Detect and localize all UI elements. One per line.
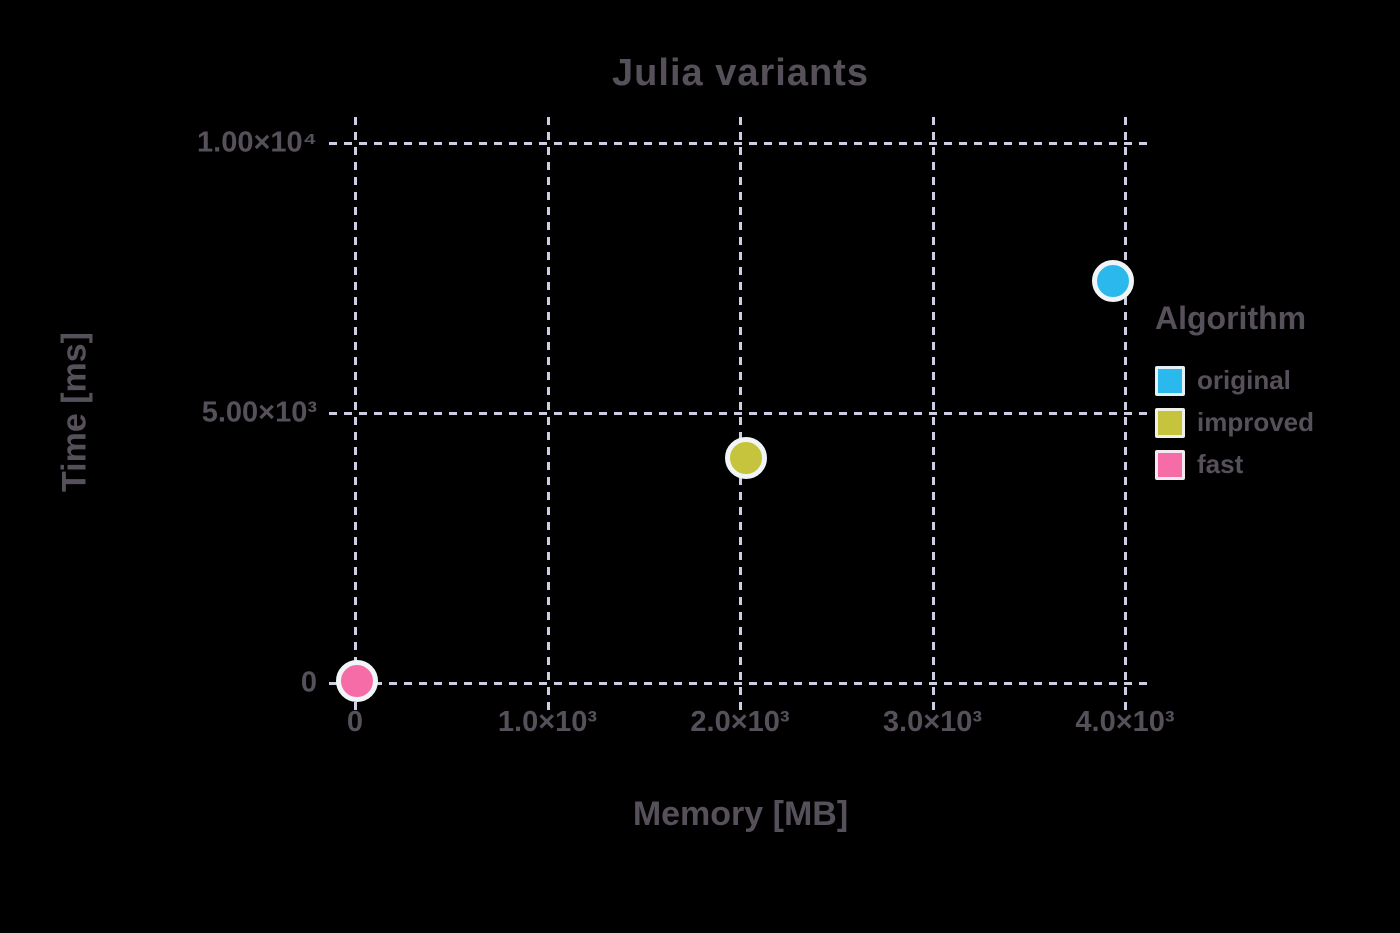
- legend-swatch-improved: [1155, 407, 1185, 438]
- x-tick-label-4: 4.0×10³: [1075, 706, 1175, 738]
- plot-area: [329, 117, 1152, 710]
- y-tick-label-1: 5.00×10³: [201, 396, 317, 429]
- x-tick-label-3: 3.0×10³: [882, 706, 983, 738]
- gridline-horizontal-0: [329, 682, 1152, 685]
- legend-label-original: original: [1197, 365, 1291, 395]
- gridline-horizontal-2: [329, 142, 1152, 145]
- gridline-horizontal-1: [329, 412, 1152, 415]
- legend-title: Algorithm: [1155, 300, 1307, 336]
- data-point-fast: [335, 659, 378, 702]
- x-tick-label-1: 1.0×10³: [497, 706, 598, 738]
- x-tick-label-0: 0: [346, 706, 364, 738]
- legend-item-original: original: [1155, 365, 1314, 396]
- legend: Algorithm original improved fast: [1155, 300, 1314, 491]
- data-point-original: [1092, 260, 1135, 303]
- y-tick-label-2: 1.00×10⁴: [197, 126, 317, 159]
- x-tick-label-2: 2.0×10³: [690, 706, 790, 738]
- y-axis-label: Time [ms]: [55, 332, 94, 492]
- legend-swatch-fast: [1155, 449, 1185, 480]
- legend-item-improved: improved: [1155, 407, 1314, 438]
- x-axis-label: Memory [MB]: [632, 795, 849, 833]
- legend-label-fast: fast: [1197, 449, 1244, 479]
- legend-items: original improved fast: [1155, 365, 1314, 480]
- y-tick-label-0: 0: [300, 666, 317, 699]
- legend-swatch-original: [1155, 365, 1185, 396]
- legend-label-improved: improved: [1197, 407, 1315, 437]
- legend-item-fast: fast: [1155, 449, 1314, 480]
- chart-title: Julia variants: [612, 52, 869, 94]
- data-point-improved: [724, 436, 767, 479]
